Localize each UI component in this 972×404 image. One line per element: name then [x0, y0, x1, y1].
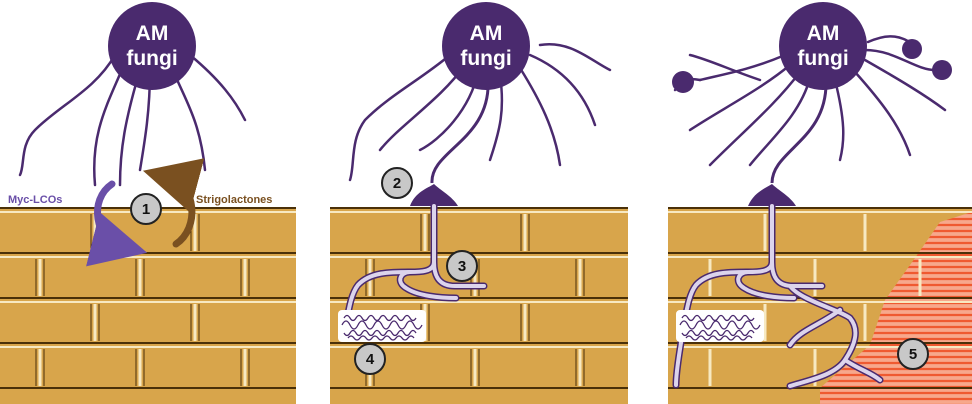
strigolactone-arrow	[142, 158, 205, 248]
appressorium	[748, 79, 828, 206]
step-badge-5: 5	[897, 338, 929, 370]
svg-text:1: 1	[142, 201, 150, 218]
colonized-zone	[820, 212, 972, 404]
arbuscule	[676, 310, 764, 342]
strigolactone-label: Strigolactones	[196, 194, 272, 206]
root-cell-wall	[0, 207, 296, 404]
signal-exchange-arrows	[86, 158, 205, 267]
step-badge-1: 1	[130, 193, 162, 225]
panel-signaling: AM fungi Myc-LCOs Strigolactones 1	[0, 2, 296, 404]
fungus-label-fungi: fungi	[797, 47, 848, 70]
step-badge-3: 3	[446, 250, 478, 282]
svg-text:3: 3	[458, 258, 466, 275]
arbuscule	[338, 310, 426, 342]
fungus-label-fungi: fungi	[126, 47, 177, 70]
panel-penetration: AM fungi	[330, 2, 628, 404]
myc-lco-label: Myc-LCOs	[8, 194, 62, 206]
svg-text:2: 2	[393, 175, 401, 192]
fungal-spore: AM fungi	[779, 2, 867, 90]
root-cell-wall	[668, 207, 972, 404]
vesicles	[672, 39, 952, 93]
fungus-label-am: AM	[136, 22, 169, 45]
step-badge-2: 2	[381, 167, 413, 199]
root-cell-wall	[330, 207, 628, 404]
svg-text:4: 4	[366, 351, 375, 368]
fungus-label-fungi: fungi	[460, 47, 511, 70]
fungal-hyphae	[673, 35, 947, 167]
myc-lco-arrow	[86, 180, 148, 267]
step-badge-4: 4	[354, 343, 386, 375]
svg-text:5: 5	[909, 346, 917, 363]
fungus-label-am: AM	[470, 22, 503, 45]
fungal-spore: AM fungi	[442, 2, 530, 90]
panel-colonization: AM fungi	[668, 2, 972, 404]
appressorium	[410, 77, 490, 206]
intraradical-hyphae	[341, 202, 488, 334]
fungus-label-am: AM	[807, 22, 840, 45]
fungal-spore: AM fungi	[108, 2, 196, 90]
intraradical-hyphae	[672, 202, 884, 390]
